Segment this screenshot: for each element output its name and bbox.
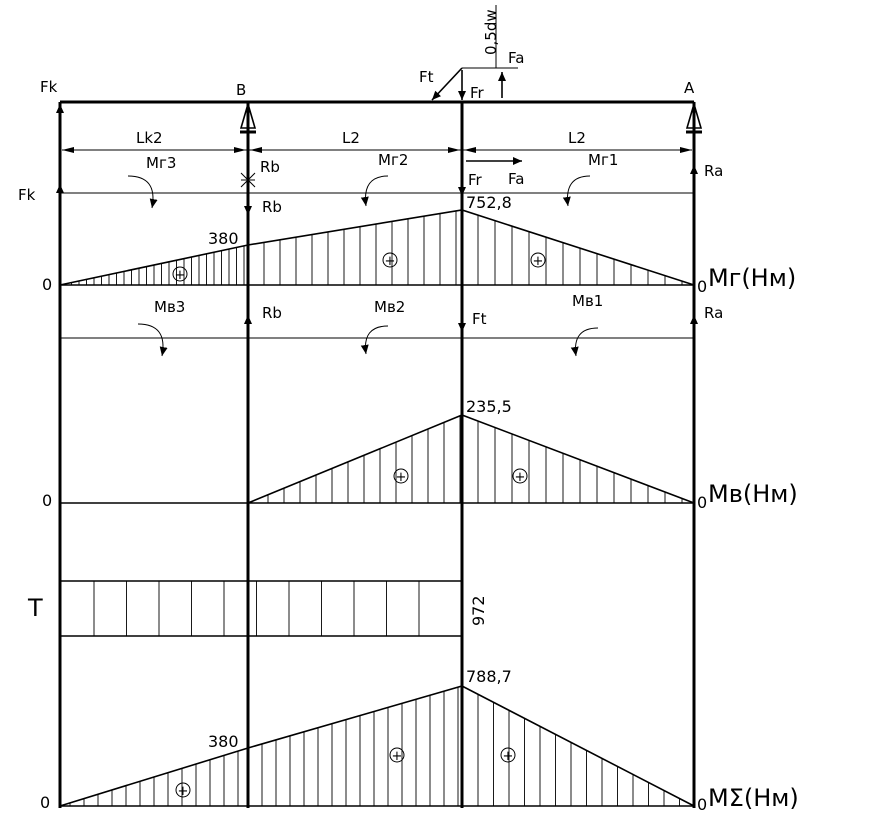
svg-text:+: + [396, 470, 407, 485]
t-hatch [93, 581, 420, 636]
t-label: T [27, 594, 43, 622]
rb-label-lower: Rb [262, 198, 282, 216]
msum-plus-sign-1: + [175, 782, 191, 799]
point-fk-label: Fk [40, 78, 58, 96]
fr-force-label: Fr [468, 171, 483, 189]
point-a-label: A [684, 79, 695, 97]
svg-text:+: + [178, 784, 189, 799]
moment-mv3-icon [137, 323, 168, 357]
msum-plus-sign-2: + [389, 747, 405, 764]
rb-label-upper: Rb [260, 158, 280, 176]
fa-label: Fa [508, 49, 524, 67]
fa-force-label: Fa [508, 170, 524, 188]
mv-label: Mв(Нм) [708, 480, 798, 508]
mv-plus-sign-2: + [512, 468, 528, 485]
mg3-label: Mг3 [146, 154, 176, 172]
mg-max-value: 752,8 [466, 193, 512, 212]
mv2-label: Mв2 [374, 298, 405, 316]
mv-zero-label: 0 [42, 491, 52, 510]
moment-mg2-icon [360, 175, 389, 207]
msum-plus-sign-3: + [500, 747, 516, 764]
mv1-label: Mв1 [572, 292, 603, 310]
moment-mv1-icon [570, 327, 599, 357]
msum-b-value: 380 [208, 732, 239, 751]
svg-text:+: + [385, 254, 396, 269]
mg-zero-label: 0 [42, 275, 52, 294]
point-b-label: B [236, 81, 246, 99]
gear-force-system: 0,5dw Ft Fr Fa [419, 5, 524, 102]
mv-end-zero-label: 0 [697, 493, 707, 512]
mg-b-value: 380 [208, 229, 239, 248]
rb-label-mv: Rb [262, 304, 282, 322]
msum-outline [59, 685, 695, 807]
mg-end-zero-label: 0 [697, 277, 707, 296]
mv-hatch [251, 415, 683, 503]
msum-max-value: 788,7 [466, 667, 512, 686]
mv-max-value: 235,5 [466, 397, 512, 416]
mv-plus-sign-1: + [393, 468, 409, 485]
fr-label: Fr [470, 84, 485, 102]
ft-label: Ft [419, 68, 434, 86]
support-b-icon [239, 101, 257, 134]
moment-mg1-icon [562, 175, 591, 207]
span-lk2-label: Lk2 [136, 129, 163, 147]
moment-mg3-icon [127, 175, 158, 209]
mv-outline [247, 414, 695, 504]
mg-plus-sign-2: + [382, 252, 398, 269]
msum-hatch [69, 687, 680, 806]
svg-text:+: + [175, 268, 186, 283]
svg-text:+: + [392, 749, 403, 764]
ra-label-mg: Ra [704, 162, 723, 180]
msum-label: MΣ(Нм) [708, 784, 799, 812]
mv3-label: Mв3 [154, 298, 185, 316]
msum-end-zero-label: 0 [697, 795, 707, 814]
mg-outline [59, 209, 695, 286]
fk-force-label: Fk [18, 186, 36, 204]
mg-plus-sign-3: + [530, 252, 546, 269]
ft-arrow [431, 67, 463, 101]
mg-label: Mг(Нм) [708, 264, 796, 292]
msum-zero-label: 0 [40, 793, 50, 812]
ft-force-label: Ft [472, 310, 487, 328]
t-value: 972 [469, 595, 488, 626]
dimension-line [62, 147, 692, 153]
span-l2-left-label: L2 [342, 129, 360, 147]
svg-text:+: + [503, 749, 514, 764]
rb-cross-b [240, 172, 256, 188]
mg-hatch [71, 210, 683, 285]
mg2-label: Mг2 [378, 151, 408, 169]
mg1-label: Mг1 [588, 151, 618, 169]
dw-label: 0,5dw [482, 9, 500, 55]
ra-label-mv: Ra [704, 304, 723, 322]
svg-text:+: + [533, 254, 544, 269]
moment-mv2-icon [360, 325, 389, 355]
span-l2-right-label: L2 [568, 129, 586, 147]
svg-text:+: + [515, 470, 526, 485]
mg-plus-sign-1: + [172, 266, 188, 283]
support-a-icon [685, 101, 703, 134]
